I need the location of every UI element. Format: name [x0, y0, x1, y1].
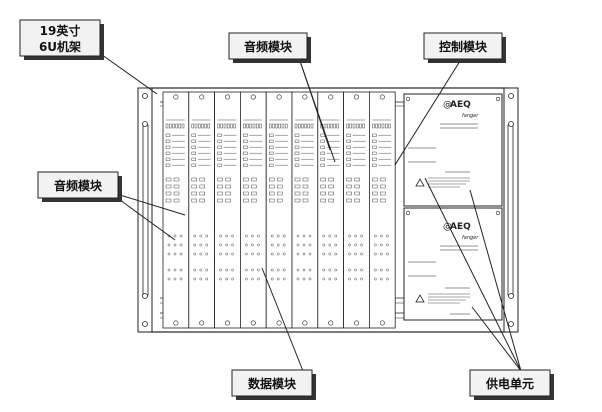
screw-icon: [199, 320, 205, 326]
leader-power-3: [471, 306, 522, 372]
screw-icon: [353, 320, 359, 326]
callout-data-module: 数据模块: [231, 369, 316, 400]
screw-icon: [328, 94, 334, 100]
screw-icon: [250, 94, 256, 100]
screw-icon: [173, 94, 179, 100]
screw-icon: [302, 320, 308, 326]
callout-rack-frame: 19英寸 6U机架: [19, 19, 104, 60]
screw-icon: [225, 94, 231, 100]
callout-power-unit: 供电单元: [469, 369, 554, 400]
logo-mark-icon: @: [443, 100, 452, 110]
module-card: [317, 91, 344, 329]
screw-icon: [353, 94, 359, 100]
module-card: [188, 91, 216, 329]
screw-icon: [328, 320, 334, 326]
callout-rack-frame-line1: 19英寸: [40, 23, 81, 38]
warning-icon: [415, 294, 425, 303]
callout-audio-module-top-label: 音频模块: [244, 39, 293, 54]
leader-lines: [97, 51, 522, 372]
callout-power-unit-label: 供电单元: [485, 376, 534, 391]
leader-power-1: [424, 177, 522, 372]
module-card: [239, 91, 267, 329]
callout-audio-module-left-label: 音频模块: [54, 178, 103, 193]
psu-subbrand-lower: fanger: [462, 235, 479, 241]
screw-icon: [199, 94, 205, 100]
screw-icon: [379, 320, 385, 326]
screw-icon: [302, 94, 308, 100]
logo-mark-icon: @: [443, 222, 452, 232]
leader-control: [394, 60, 461, 166]
mounting-holes: [142, 93, 514, 327]
leader-power-2: [469, 189, 522, 372]
module-card: [214, 91, 241, 329]
callout-audio-module-top: 音频模块: [228, 32, 311, 63]
psu-brand-upper: AEQ: [450, 100, 471, 110]
callout-control-module-label: 控制模块: [439, 39, 488, 54]
module-card: [368, 91, 396, 329]
screw-icon: [173, 320, 179, 326]
leader-rack-frame: [97, 51, 158, 95]
callout-control-module: 控制模块: [423, 32, 506, 63]
leader-audio-left-2: [119, 199, 176, 241]
screw-icon: [276, 94, 282, 100]
module-card: [291, 91, 319, 329]
callout-audio-module-left: 音频模块: [37, 171, 122, 202]
module-card: [265, 91, 293, 329]
module-card: [162, 91, 190, 329]
warning-icon: [415, 178, 425, 187]
screw-icon: [225, 320, 231, 326]
callout-rack-frame-line2: 6U机架: [39, 39, 81, 54]
leader-data: [261, 267, 304, 372]
power-supply-lower: AEQ @ fanger: [403, 207, 503, 321]
power-supply-upper: AEQ @ fanger: [403, 93, 503, 207]
psu-brand-lower: AEQ: [450, 222, 471, 232]
module-cards: [162, 91, 396, 329]
leader-audio-top-2: [299, 60, 336, 163]
screw-icon: [250, 320, 256, 326]
callout-data-module-label: 数据模块: [248, 376, 297, 391]
module-card: [343, 91, 370, 329]
leader-audio-left-1: [119, 194, 186, 216]
screw-icon: [276, 320, 282, 326]
psu-subbrand-upper: fanger: [462, 113, 479, 119]
screw-icon: [379, 94, 385, 100]
